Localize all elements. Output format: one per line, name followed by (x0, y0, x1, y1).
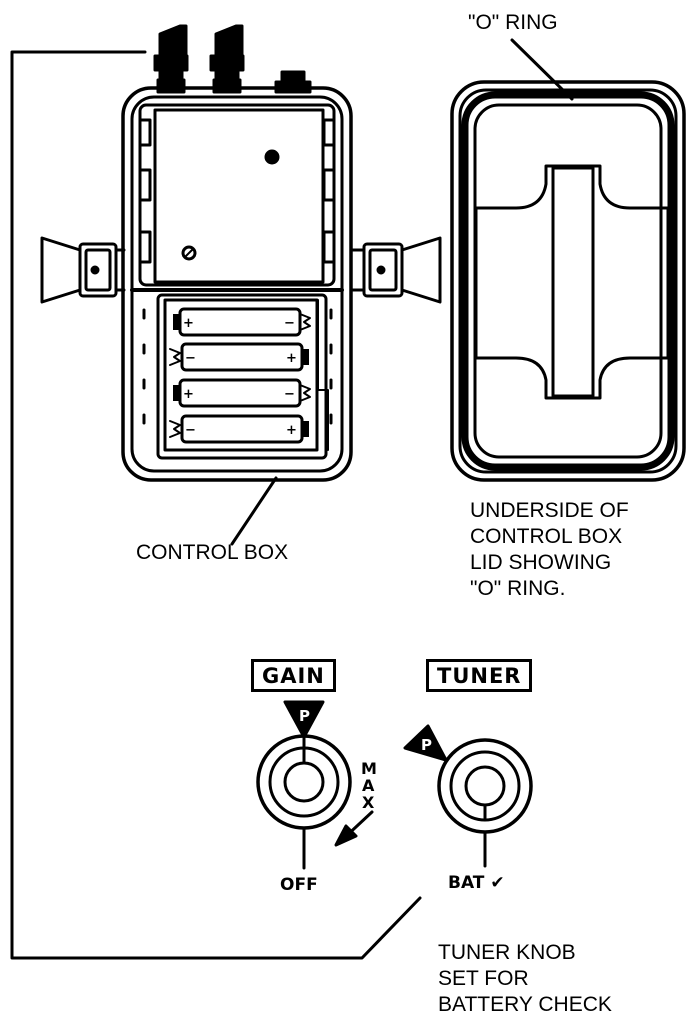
adjust-screw (181, 245, 197, 261)
battery-4-right-mark: + (286, 423, 297, 438)
latch-left (40, 236, 126, 304)
gain-pointer-triangle (283, 700, 325, 739)
battery-1 (173, 307, 311, 337)
tuner-caption: TUNER KNOB SET FOR BATTERY CHECK (438, 940, 612, 1018)
tuner-bat-text: BAT (448, 873, 485, 893)
battery-2-left-mark: − (185, 351, 196, 366)
tuner-pointer-triangle (403, 724, 448, 762)
control-box: + − − + + − − + (40, 24, 442, 482)
o-ring-label: "O" RING (468, 11, 558, 34)
lid-caption-line-3: LID SHOWING (470, 551, 612, 574)
battery-3-right-mark: − (284, 387, 295, 402)
antenna-connector-left (153, 24, 189, 94)
battery-2 (169, 342, 309, 372)
lid-caption-line-4: "O" RING. (470, 577, 566, 600)
battery-3 (173, 378, 311, 408)
tuner-bat-label: BAT ✔ (448, 873, 505, 893)
lid-caption-line-2: CONTROL BOX (470, 525, 623, 548)
gain-pointer-label: P (299, 707, 310, 725)
battery-3-left-mark: + (183, 387, 194, 402)
o-ring (461, 91, 675, 471)
battery-1-left-mark: + (183, 316, 194, 331)
antenna-cable (10, 50, 422, 960)
gain-knob (256, 700, 374, 870)
gain-max-letter-a: A (362, 776, 375, 795)
tuner-caption-line-1: TUNER KNOB (438, 941, 576, 964)
tuner-pointer-label: P (421, 736, 432, 754)
lid-caption: UNDERSIDE OF CONTROL BOX LID SHOWING "O"… (470, 498, 629, 602)
tuner-caption-line-3: BATTERY CHECK (438, 993, 612, 1016)
antenna-connector-right (209, 24, 245, 94)
control-box-leader (230, 476, 278, 546)
battery-4-left-mark: − (185, 423, 196, 438)
indicator-led (264, 149, 280, 165)
check-icon: ✔ (490, 873, 505, 893)
tuner-title: TUNER (426, 659, 533, 692)
gain-off-label: OFF (280, 875, 318, 895)
gain-title: GAIN (251, 659, 336, 692)
lid-caption-line-1: UNDERSIDE OF (470, 499, 629, 522)
tuner-knob (403, 724, 533, 868)
control-box-label: CONTROL BOX (136, 541, 289, 564)
gain-max-letter-x: X (362, 793, 375, 812)
battery-1-right-mark: − (284, 316, 295, 331)
tuner-caption-line-2: SET FOR (438, 967, 529, 990)
gain-max-letter-m: M (361, 759, 377, 778)
latch-right (349, 236, 442, 304)
battery-4 (169, 414, 309, 444)
control-box-lid (450, 80, 686, 482)
battery-2-right-mark: + (286, 351, 297, 366)
